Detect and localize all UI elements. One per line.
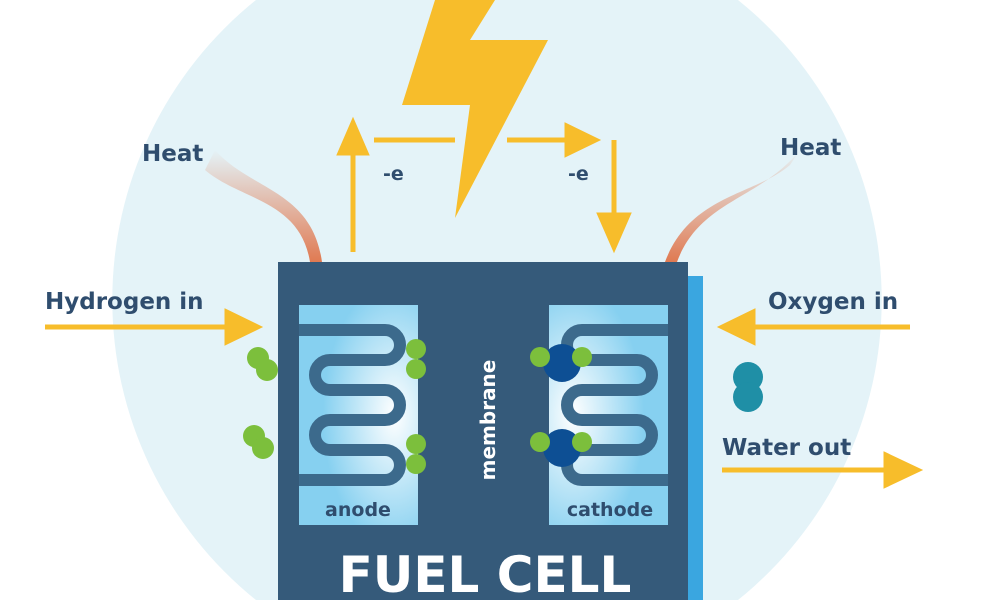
membrane-label: membrane xyxy=(476,360,500,481)
cell-side xyxy=(688,276,703,600)
electron-left-label: -e xyxy=(383,163,404,185)
oxygen-in-label: Oxygen in xyxy=(768,289,898,315)
water-molecule xyxy=(733,362,763,412)
anode-hydrogen xyxy=(406,339,426,474)
lightning-bolt-icon xyxy=(402,0,548,218)
cathode-water-formation xyxy=(530,344,592,467)
water-out-label: Water out xyxy=(722,435,851,461)
heat-plume-right xyxy=(665,150,800,262)
electron-arrows xyxy=(45,116,924,489)
heat-left-label: Heat xyxy=(142,141,203,167)
heat-plume-left xyxy=(205,150,322,262)
electron-right-label: -e xyxy=(568,163,589,185)
anode-label: anode xyxy=(325,499,391,521)
cathode-label: cathode xyxy=(567,499,653,521)
anode-channel xyxy=(299,324,406,486)
fuel-cell-title: FUEL CELL xyxy=(339,546,632,600)
hydrogen-in-label: Hydrogen in xyxy=(45,289,204,315)
hydrogen-molecules-outside xyxy=(243,347,278,459)
heat-right-label: Heat xyxy=(780,135,841,161)
